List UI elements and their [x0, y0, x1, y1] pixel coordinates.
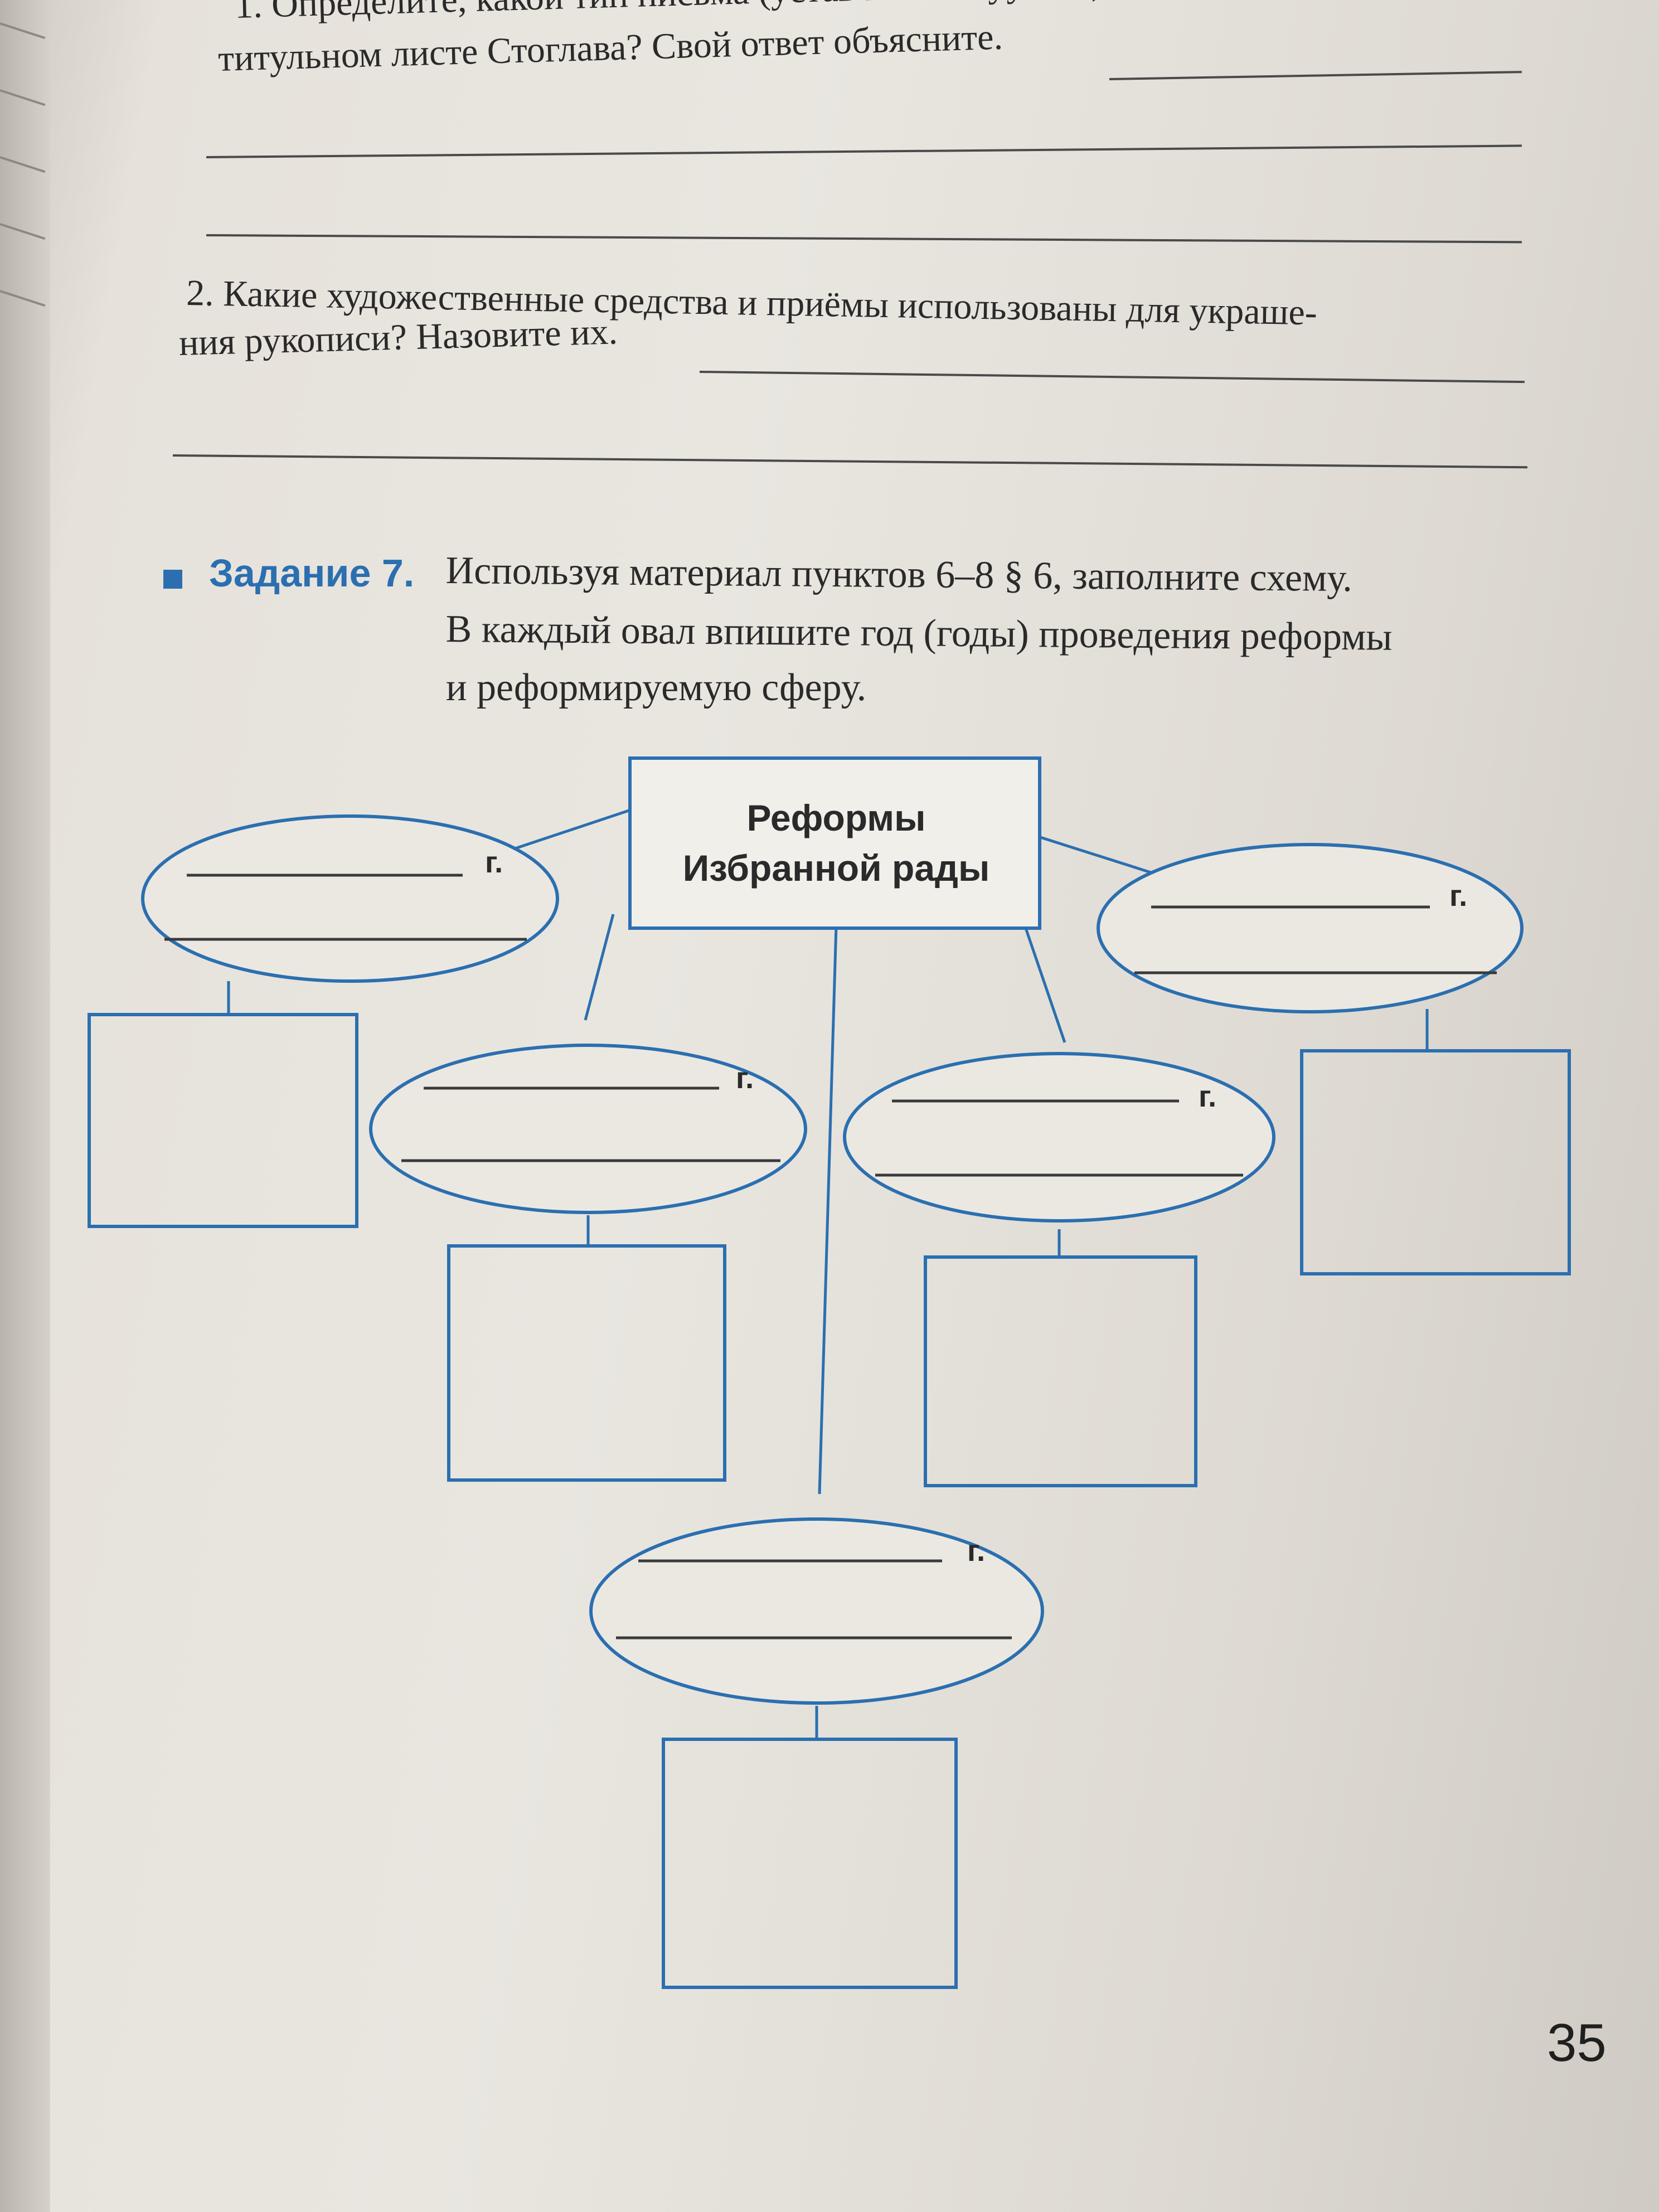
connector-bottom — [818, 925, 838, 1495]
connector-mid-right — [1024, 928, 1066, 1043]
oval-5-year-suffix: г. — [967, 1534, 985, 1568]
connector-mid-left — [584, 914, 615, 1021]
oval-1-year-suffix: г. — [485, 846, 503, 879]
connector-right-top — [1036, 835, 1160, 877]
central-box — [628, 756, 1041, 930]
box-4[interactable] — [924, 1255, 1197, 1487]
central-title-line-2: Избранной рады — [683, 847, 990, 889]
page-binding — [0, 0, 50, 2212]
box-3[interactable] — [447, 1244, 726, 1482]
task-7-line-3: и реформируемую сферу. — [446, 666, 867, 709]
oval-3-year-suffix: г. — [736, 1061, 754, 1095]
oval-2-year-suffix: г. — [1449, 879, 1467, 913]
page-number: 35 — [1547, 2013, 1607, 2073]
oval-5[interactable] — [589, 1517, 1044, 1705]
oval-4-year-suffix: г. — [1199, 1080, 1216, 1113]
task-marker-icon — [163, 570, 182, 589]
box-1[interactable] — [88, 1013, 358, 1228]
central-title-line-1: Реформы — [747, 797, 926, 838]
oval-1[interactable] — [141, 814, 559, 983]
oval-4[interactable] — [843, 1052, 1275, 1223]
box-5[interactable] — [662, 1738, 958, 1989]
oval-2[interactable] — [1097, 843, 1524, 1013]
box-2[interactable] — [1300, 1049, 1571, 1275]
task-7-label: Задание 7. — [209, 551, 415, 595]
